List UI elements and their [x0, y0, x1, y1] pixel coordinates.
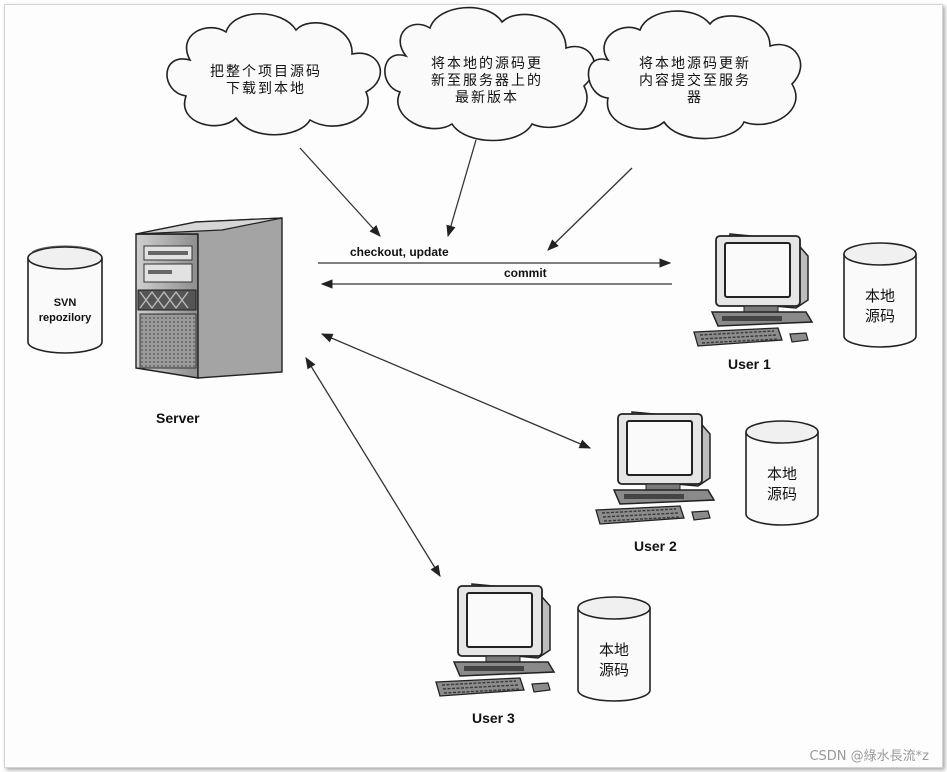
cloud-arrow-3	[547, 167, 633, 251]
cloud-arrow-1	[299, 147, 381, 237]
user1-local-source-cylinder	[843, 242, 917, 348]
server-label: Server	[156, 410, 200, 426]
cloud-1-line-2: 下载到本地	[226, 81, 306, 97]
user1-local-source-text: 本地 源码	[844, 286, 916, 326]
user2-local-source-line-1: 本地	[766, 465, 797, 483]
cloud-arrow-2	[446, 139, 477, 238]
cloud-3-line-3: 器	[687, 90, 703, 106]
user3-local-source-cylinder	[577, 596, 651, 702]
cloud-2-line-2: 新至服务器上的	[431, 73, 543, 89]
user1-local-source-line-2: 源码	[864, 307, 895, 325]
svn-repository-cylinder	[27, 245, 103, 354]
user2-label: User 2	[634, 538, 677, 554]
user2-computer	[595, 411, 715, 525]
svn-repository-line-1: SVN	[53, 297, 77, 309]
cloud-text-3: 将本地源码更新 内容提交至服务 器	[622, 56, 768, 107]
user3-label: User 3	[472, 710, 515, 726]
cloud-2-line-1: 将本地的源码更	[431, 56, 543, 72]
cloud-2-line-3: 最新版本	[455, 90, 519, 106]
user3-local-source-line-2: 源码	[598, 661, 629, 679]
commit-label: commit	[504, 266, 547, 280]
cloud-3-line-2: 内容提交至服务	[639, 73, 751, 89]
user2-local-source-cylinder	[745, 420, 819, 526]
cloud-bubble-1	[166, 12, 382, 136]
server-tower	[135, 217, 283, 379]
user3-computer	[435, 583, 555, 697]
cloud-bubble-2	[384, 6, 596, 142]
user3-local-source-text: 本地 源码	[578, 640, 650, 680]
user1-label: User 1	[728, 356, 771, 372]
cloud-1-line-1: 把整个项目源码	[210, 64, 322, 80]
user2-local-source-text: 本地 源码	[746, 464, 818, 504]
user1-local-source-line-1: 本地	[864, 287, 895, 305]
user2-local-source-line-2: 源码	[766, 485, 797, 503]
cloud-text-1: 把整个项目源码 下载到本地	[196, 64, 336, 98]
server-user3-arrow	[305, 357, 441, 577]
cloud-bubble-3	[587, 10, 802, 140]
svn-repository-line-2: repozilory	[38, 312, 92, 324]
checkout-update-label: checkout, update	[350, 245, 449, 259]
user1-computer	[693, 233, 813, 347]
csdn-watermark: CSDN @綠水長流*z	[809, 749, 929, 764]
user3-local-source-line-1: 本地	[598, 641, 629, 659]
cloud-3-line-1: 将本地源码更新	[639, 56, 751, 72]
svn-repository-label: SVN repozilory	[28, 296, 102, 326]
cloud-text-2: 将本地的源码更 新至服务器上的 最新版本	[414, 56, 560, 107]
server-user2-arrow	[320, 333, 592, 449]
